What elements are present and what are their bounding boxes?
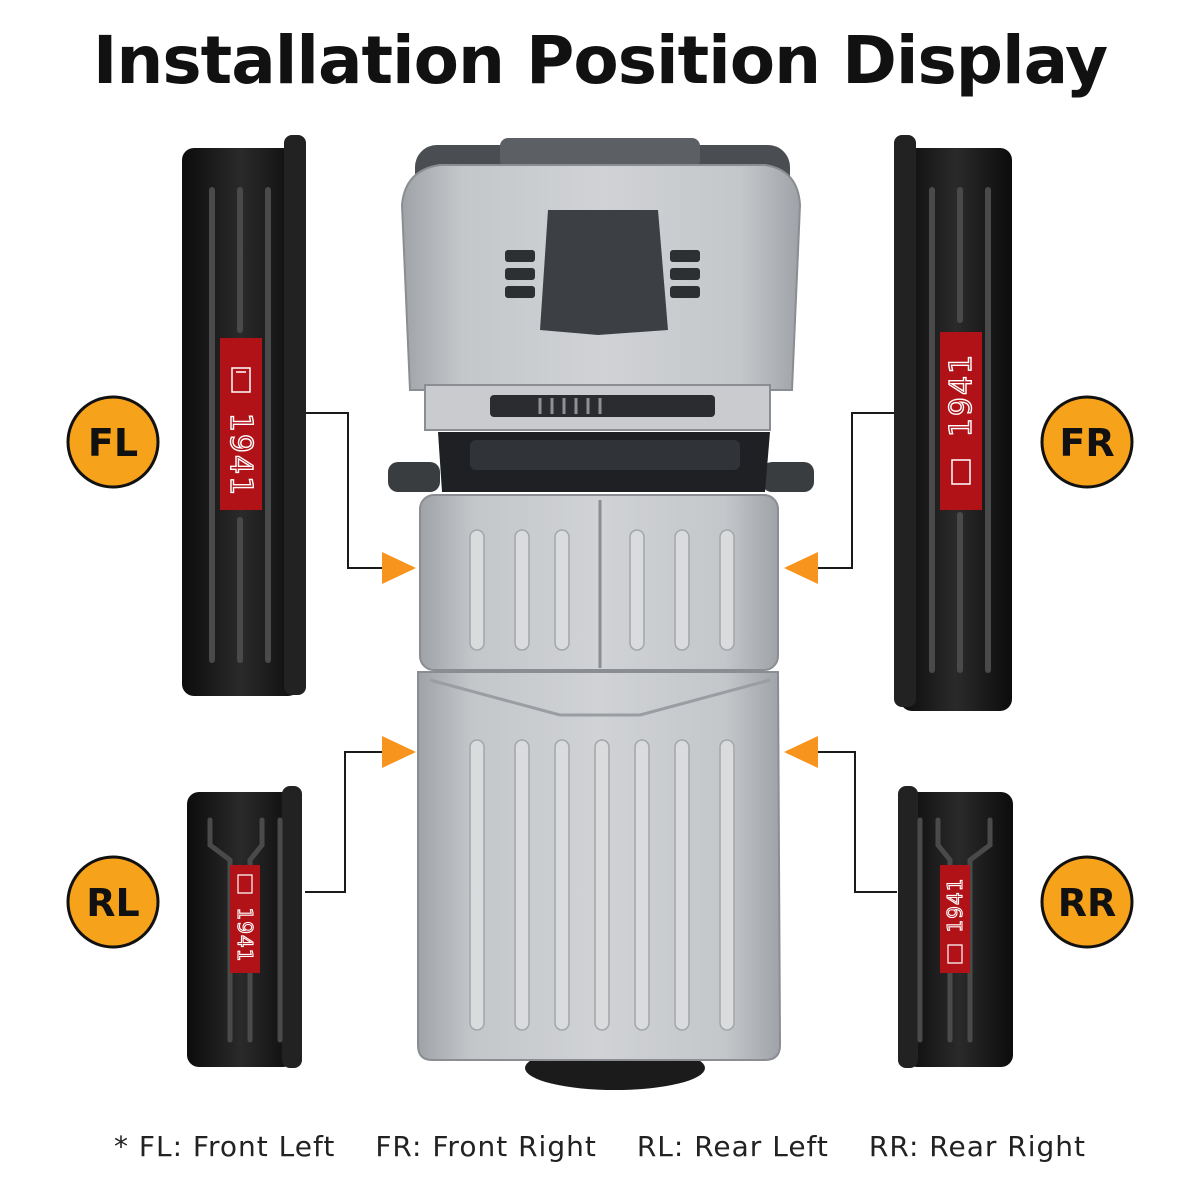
badge-fl: FL	[66, 395, 160, 489]
sill-plate-rear-right: 1941	[898, 786, 1013, 1068]
badge-fr: FR	[1040, 395, 1134, 489]
plate-text-fr: 1941	[944, 353, 979, 437]
badge-rr-label: RR	[1058, 881, 1117, 925]
sill-plate-rear-left: 1941	[187, 786, 302, 1068]
legend-fr: FR: Front Right	[375, 1130, 597, 1163]
plate-text-rl: 1941	[233, 908, 257, 963]
legend-fl: * FL: Front Left	[113, 1130, 336, 1163]
page-title: Installation Position Display	[92, 22, 1108, 99]
badge-fl-label: FL	[88, 421, 138, 465]
sill-plate-front-left: 1941	[182, 135, 306, 696]
vehicle-logo-icon	[231, 367, 251, 393]
connector-fr	[784, 412, 895, 584]
vehicle-logo-icon	[951, 459, 971, 485]
sill-plate-front-right: 1941	[894, 135, 1012, 711]
vehicle-logo-icon	[237, 874, 253, 894]
plate-text-fl: 1941	[223, 413, 258, 497]
vehicle-logo-icon	[947, 944, 963, 964]
vehicle-top-view	[388, 138, 814, 1090]
connector-rr	[784, 736, 897, 893]
legend: * FL: Front Left FR: Front Right RL: Rea…	[0, 1130, 1200, 1163]
connector-fl	[305, 412, 416, 584]
legend-rr: RR: Rear Right	[868, 1130, 1086, 1163]
badge-rr: RR	[1040, 855, 1134, 949]
badge-rl: RL	[66, 855, 160, 949]
connector-rl	[305, 736, 416, 893]
badge-rl-label: RL	[86, 881, 139, 925]
plate-text-rr: 1941	[943, 878, 967, 933]
badge-fr-label: FR	[1059, 421, 1114, 465]
legend-rl: RL: Rear Left	[636, 1130, 829, 1163]
